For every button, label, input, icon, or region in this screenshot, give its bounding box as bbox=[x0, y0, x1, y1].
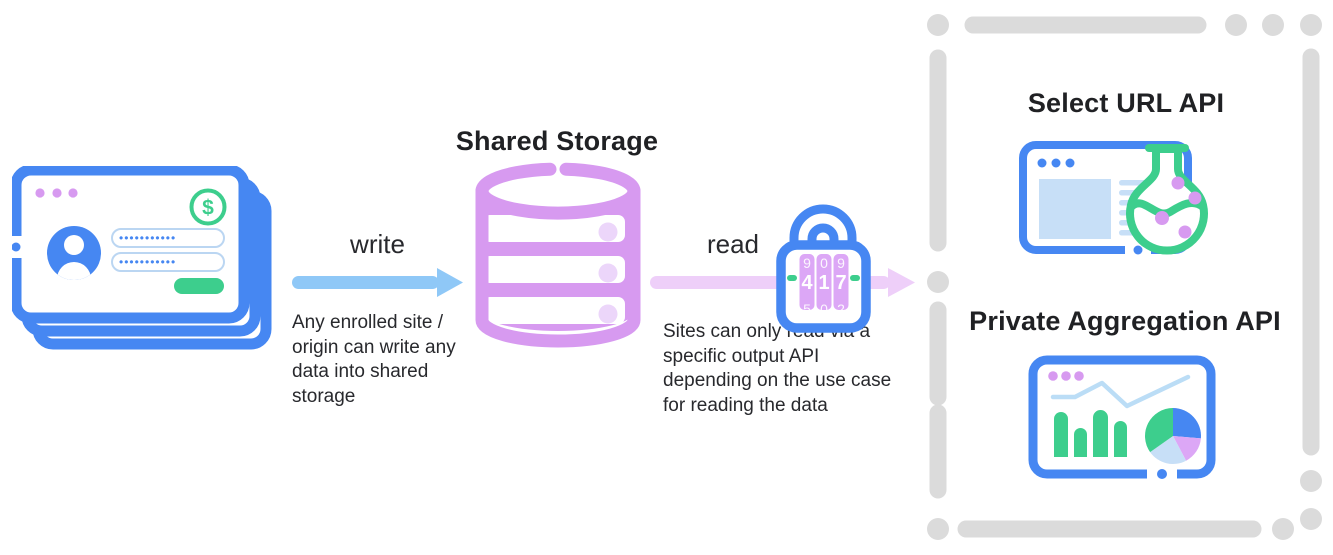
dial-digit-top: 0 bbox=[820, 255, 828, 271]
dial-digit-bottom: 5 bbox=[803, 301, 811, 317]
dollar-badge-icon: $ bbox=[189, 188, 227, 226]
dial-tick-right bbox=[850, 275, 860, 281]
dial-digit: 7 bbox=[835, 272, 846, 294]
dial-digit-top: 9 bbox=[803, 255, 811, 271]
database-slot bbox=[483, 297, 625, 324]
lock-dials: 9 0 9 4 1 7 5 0 2 bbox=[799, 254, 849, 317]
user-avatar-icon bbox=[47, 226, 101, 280]
private-aggregation-api-title: Private Aggregation API bbox=[969, 306, 1281, 336]
select-url-api-title: Select URL API bbox=[1027, 88, 1225, 118]
database-slot bbox=[483, 215, 625, 242]
password-dots: ••••••••••• bbox=[119, 255, 176, 269]
output-gate-lock-icon: 9 0 9 4 1 7 5 0 2 bbox=[776, 204, 871, 333]
pie-chart bbox=[1145, 408, 1202, 464]
submit-button-shape bbox=[174, 278, 224, 294]
dial-digit: 1 bbox=[818, 272, 829, 294]
dial-digit-bottom: 0 bbox=[820, 301, 828, 317]
enrolled-sites-window-stack-icon: $ ••••••••••• ••••••••••• bbox=[12, 166, 272, 350]
window-control-dots bbox=[1037, 158, 1075, 168]
window-control-dots bbox=[35, 188, 78, 198]
password-field-2: ••••••••••• bbox=[111, 252, 225, 272]
flask-icon bbox=[1126, 144, 1208, 255]
private-aggregation-api-icon bbox=[1028, 355, 1216, 483]
write-arrow bbox=[292, 268, 463, 297]
line-chart bbox=[1050, 374, 1191, 409]
lock-shackle-inner bbox=[807, 223, 839, 259]
write-description: Any enrolled site / origin can write any… bbox=[292, 312, 456, 407]
border-dot bbox=[1157, 469, 1167, 479]
database-outline bbox=[475, 184, 641, 348]
write-label: write bbox=[350, 229, 405, 259]
database-slot bbox=[483, 256, 625, 283]
select-url-api-icon bbox=[1019, 141, 1208, 258]
read-label: read bbox=[706, 229, 760, 259]
bar-chart bbox=[1054, 410, 1127, 457]
dollar-sign: $ bbox=[202, 197, 214, 220]
slot-dot bbox=[598, 263, 618, 283]
dashed-border bbox=[929, 16, 1320, 538]
dial-digit: 4 bbox=[801, 272, 813, 294]
output-apis-dashed-container bbox=[927, 14, 1322, 540]
slot-dot bbox=[598, 222, 618, 242]
slot-dot bbox=[598, 304, 618, 324]
dial-digit-bottom: 2 bbox=[837, 301, 845, 317]
lock-shackle-outer bbox=[789, 204, 857, 259]
dial-tick-left bbox=[787, 275, 797, 281]
dial-digit-top: 9 bbox=[837, 255, 845, 271]
password-field-1: ••••••••••• bbox=[111, 228, 225, 248]
shared-storage-title: Shared Storage bbox=[455, 126, 659, 156]
window-border-dot bbox=[12, 242, 21, 252]
password-dots: ••••••••••• bbox=[119, 231, 176, 245]
dashed-border-dots bbox=[927, 14, 1322, 540]
window-control-dots bbox=[1048, 371, 1084, 381]
flask-bubbles bbox=[1155, 176, 1202, 239]
content-panel bbox=[1039, 179, 1111, 239]
border-dot bbox=[1133, 245, 1143, 255]
shared-storage-database-icon bbox=[475, 162, 641, 348]
database-lid bbox=[475, 162, 641, 220]
